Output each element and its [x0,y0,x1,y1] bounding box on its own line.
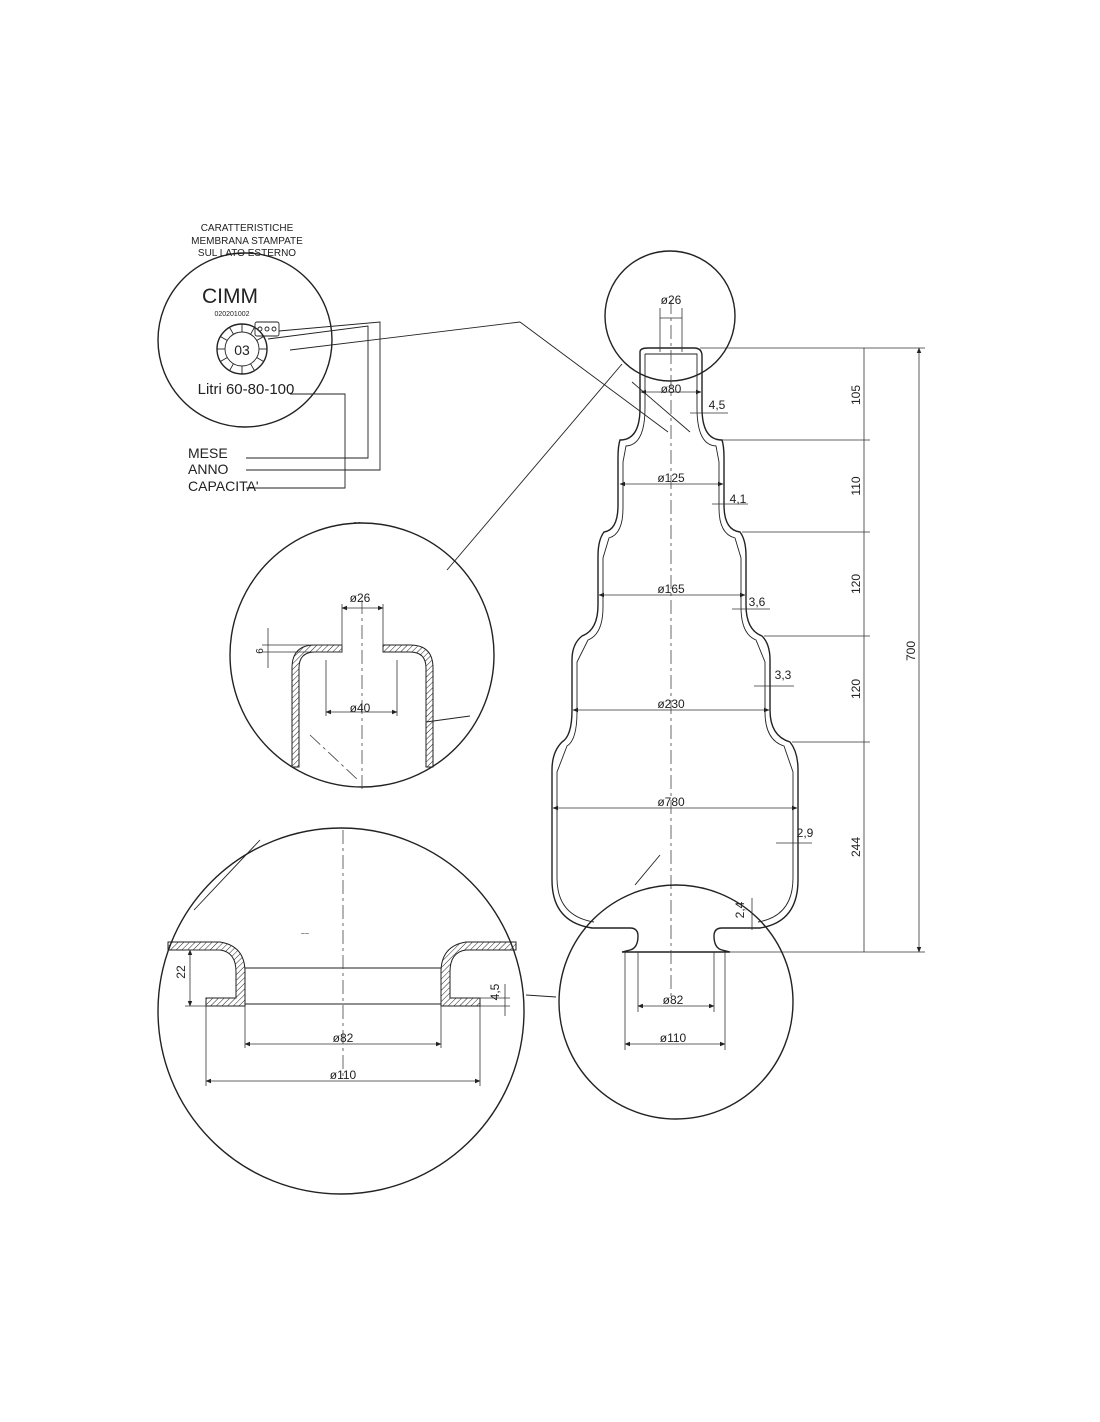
thickness-dimensions [690,412,812,930]
bottom-detail-flange-thickness: 4,5 [488,983,502,1000]
legend-stamp-circle [157,252,333,428]
legend-brand: CIMM [202,285,258,308]
bottom-detail-inner-diameter: ø82 [333,1031,354,1045]
bottom-detail-outer-diameter: ø110 [330,1068,357,1082]
legend-leader-lines [246,321,381,489]
membrane-outline [551,347,799,953]
dim-step2-thickness: 4,1 [730,492,747,506]
legend-header-line1: CARATTERISTICHE [201,223,294,234]
date-dial: 03 [216,323,268,375]
dim-top-hole: ø26 [661,293,682,307]
membrane-inner-line [556,353,794,923]
bottom-detail-leader [525,994,557,998]
dim-height-120-b: 120 [849,679,863,699]
dim-step4-diameter: ø230 [657,697,685,711]
dim-step4-thickness: 3,3 [775,668,792,682]
top-detail-lip-height: 6 [255,648,266,654]
legend-label-capacity: CAPACITA' [188,478,259,494]
top-detail-leader [446,363,623,571]
dim-height-105: 105 [849,385,863,405]
legend-to-neck-leader [289,321,521,351]
dim-step2-diameter: ø125 [657,471,685,485]
top-detail-wall-section-right [382,644,434,768]
legend-label-month: MESE [188,445,228,461]
dim-neck-thickness: 4,5 [709,398,726,412]
dim-height-244: 244 [849,837,863,857]
year-dots [254,321,280,337]
diameter-dimensions [552,308,798,811]
height-dimensions [700,347,925,953]
legend-dial-number: 03 [234,342,250,358]
legend-to-neck-leader-2 [519,321,669,433]
bottom-detail-callout-circle [558,884,794,1120]
bottom-detail-flange-height: 22 [174,965,188,979]
dim-step3-thickness: 3,6 [749,595,766,609]
legend-header-line2: MEMBRANA STAMPATE [191,236,303,247]
bottom-detail: ~~ ø82 ø110 22 4,5 [157,827,557,1195]
dim-bottom-outer: ø110 [660,1031,687,1045]
top-detail-hole-diameter: ø26 [350,591,371,605]
bottom-detail-mark: ~~ [301,931,309,938]
top-detail-mark: ~~ [354,520,362,527]
legend-capacity: Litri 60-80-100 [198,381,295,398]
top-detail-callout-circle [604,250,736,382]
top-detail: ~~ ø26 ø40 6 [229,363,623,790]
bottom-detail-section-left [167,941,246,1007]
bottom-dimensions [624,952,726,1050]
dim-height-110: 110 [849,476,863,495]
legend: CARATTERISTICHE MEMBRANA STAMPATE SUL LA… [157,223,381,494]
dim-body-thickness: 2,9 [797,826,814,840]
dim-height-total: 700 [904,641,918,661]
dim-body-diameter: ø780 [657,795,685,809]
dim-neck-diameter: ø80 [661,382,682,396]
top-detail-wall-section [291,644,343,768]
dim-height-120-a: 120 [849,574,863,594]
legend-label-year: ANNO [188,461,229,477]
dim-step3-diameter: ø165 [657,582,685,596]
dim-bottom-inner: ø82 [663,993,684,1007]
legend-code: 020201002 [214,311,249,318]
top-detail-inner-diameter: ø40 [350,701,371,715]
main-view: ø26 ø80 ø125 ø165 ø230 ø780 4,5 4,1 3,6 … [551,250,925,1120]
bottom-detail-circle [157,827,525,1195]
section-cut-line-2 [634,854,661,886]
